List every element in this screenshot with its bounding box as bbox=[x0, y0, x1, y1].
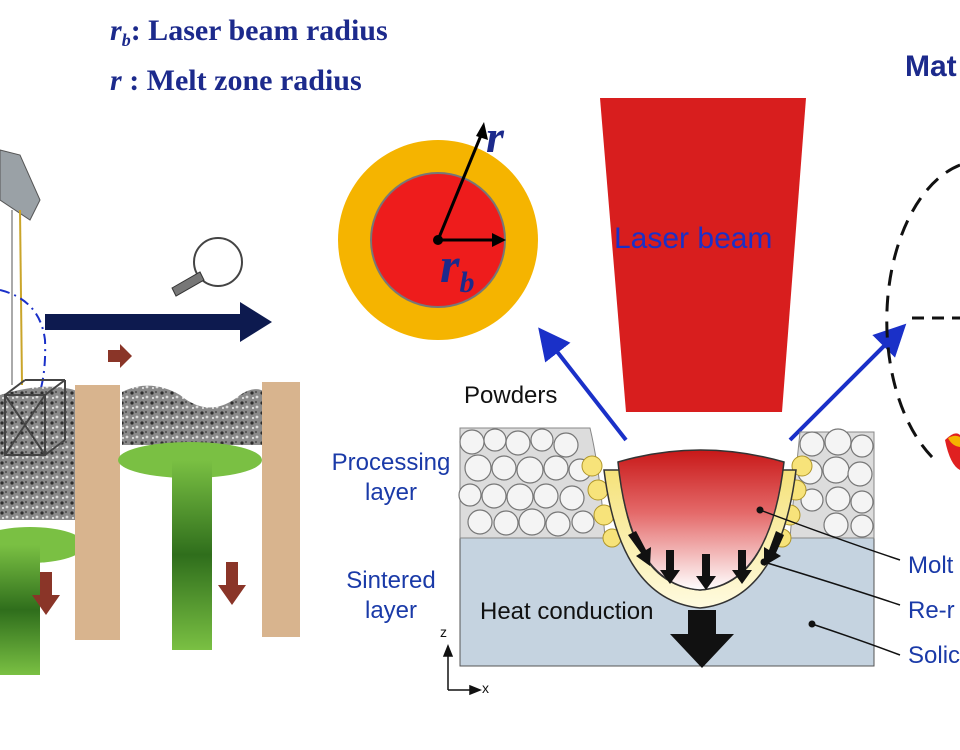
callout-solid-label: Solic bbox=[908, 642, 960, 669]
part-wireframe bbox=[4, 379, 66, 456]
axis-x-label: x bbox=[482, 680, 489, 696]
circle-rb-label: rb bbox=[440, 236, 474, 300]
recoater-arrow-head-icon bbox=[240, 302, 272, 342]
scanner-head bbox=[0, 149, 41, 221]
powders-label: Powders bbox=[464, 382, 558, 409]
processing-layer-line-2: layer bbox=[364, 479, 418, 506]
magnifier-handle bbox=[171, 271, 205, 297]
right-powder-reservoir bbox=[122, 385, 265, 445]
legend-rb: rb: Laser beam radius bbox=[110, 14, 388, 51]
left-powder-bed bbox=[0, 386, 80, 520]
left-wall bbox=[75, 385, 120, 640]
rb-arrow-head-icon bbox=[492, 233, 506, 247]
circle-rb-symbol: r bbox=[440, 237, 460, 293]
processing-layer-line-1: Processing bbox=[331, 449, 451, 476]
small-right-arrow-icon bbox=[108, 344, 132, 368]
legend-rb-symbol: r bbox=[110, 14, 122, 47]
remelt-callout-dot bbox=[760, 558, 768, 566]
circle-center bbox=[433, 235, 443, 245]
laser-beam-label: Laser beam bbox=[614, 222, 773, 255]
processing-layer-label: Processing layer bbox=[326, 448, 456, 508]
legend-r-symbol: r bbox=[110, 64, 122, 97]
top-right-partial-label: Mat bbox=[905, 50, 957, 83]
r-radius-line bbox=[436, 127, 486, 241]
axis-z-label: z bbox=[440, 624, 447, 640]
sintered-layer-line-2: layer bbox=[364, 597, 418, 624]
legend-r: r : Melt zone radius bbox=[110, 64, 362, 98]
left-down-arrow-icon bbox=[32, 572, 60, 615]
right-partial-circle bbox=[885, 163, 960, 470]
callout-remelted-label: Re-r bbox=[908, 597, 955, 624]
left-piston bbox=[0, 545, 40, 675]
legend-rb-text: : Laser beam radius bbox=[130, 14, 388, 47]
molt-callout-dot bbox=[756, 506, 764, 514]
r-arrow-head-icon bbox=[476, 122, 488, 140]
callout-molten-label: Molt bbox=[908, 552, 954, 579]
coordinate-axes bbox=[442, 643, 483, 696]
right-wall bbox=[262, 382, 300, 637]
magnifier-icon bbox=[193, 237, 243, 287]
sintered-layer-line-1: Sintered bbox=[346, 567, 436, 594]
partially-melted-particles bbox=[581, 455, 813, 548]
circle-r-label: r bbox=[486, 111, 504, 162]
right-piston bbox=[172, 460, 212, 650]
laser-beam bbox=[600, 98, 806, 412]
laser-ray bbox=[19, 209, 23, 386]
sintered-layer-label: Sintered layer bbox=[326, 566, 456, 626]
arrow-to-circle bbox=[538, 327, 628, 442]
arrow-to-right-circle bbox=[788, 323, 907, 442]
powder-particles bbox=[458, 428, 874, 538]
recoater-arrow-body bbox=[45, 314, 245, 330]
legend-rb-subscript: b bbox=[121, 30, 131, 50]
heat-conduction-label: Heat conduction bbox=[480, 598, 654, 625]
cross-section bbox=[442, 427, 901, 696]
beam-melt-circle bbox=[338, 122, 538, 340]
callout-leaders bbox=[759, 509, 901, 656]
right-down-arrow-icon bbox=[218, 562, 246, 605]
heat-conduction-arrow-icon bbox=[670, 610, 734, 668]
heat-flow-arrows bbox=[628, 531, 784, 590]
circle-rb-subscript: b bbox=[459, 266, 475, 299]
pbf-machine-illustration bbox=[0, 149, 300, 675]
solid-callout-dot bbox=[808, 620, 816, 628]
legend-r-text: : Melt zone radius bbox=[121, 64, 362, 97]
